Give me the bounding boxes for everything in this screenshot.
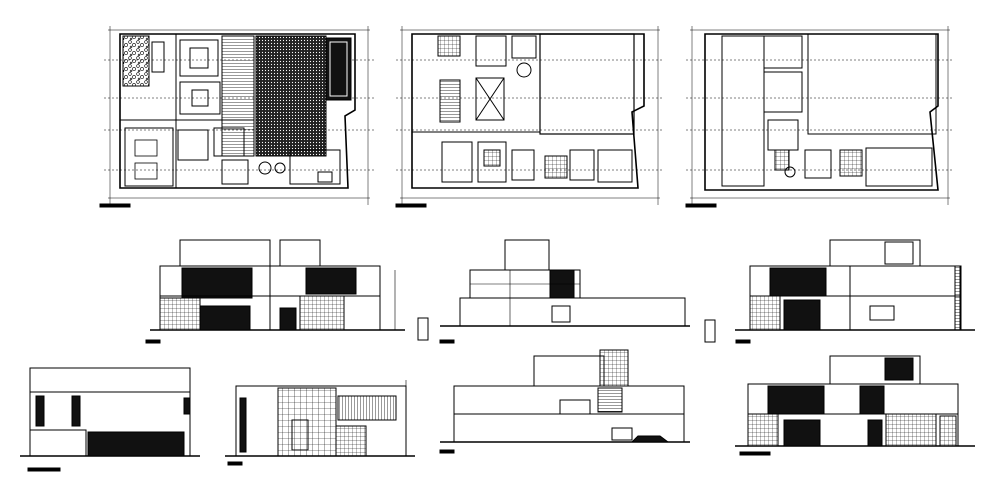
front-elevation (145, 239, 405, 344)
upper-floor-plan (395, 26, 664, 208)
section-c (439, 349, 690, 454)
axis-lines (396, 26, 664, 205)
roof-plan (685, 26, 954, 208)
ground-floor-plan (99, 26, 374, 208)
axis-lines (686, 26, 954, 205)
side-elevation-right (225, 380, 415, 466)
section-a (417, 239, 690, 344)
rear-elevation (735, 355, 975, 456)
side-elevation-left (20, 367, 200, 472)
section-b (704, 239, 975, 344)
